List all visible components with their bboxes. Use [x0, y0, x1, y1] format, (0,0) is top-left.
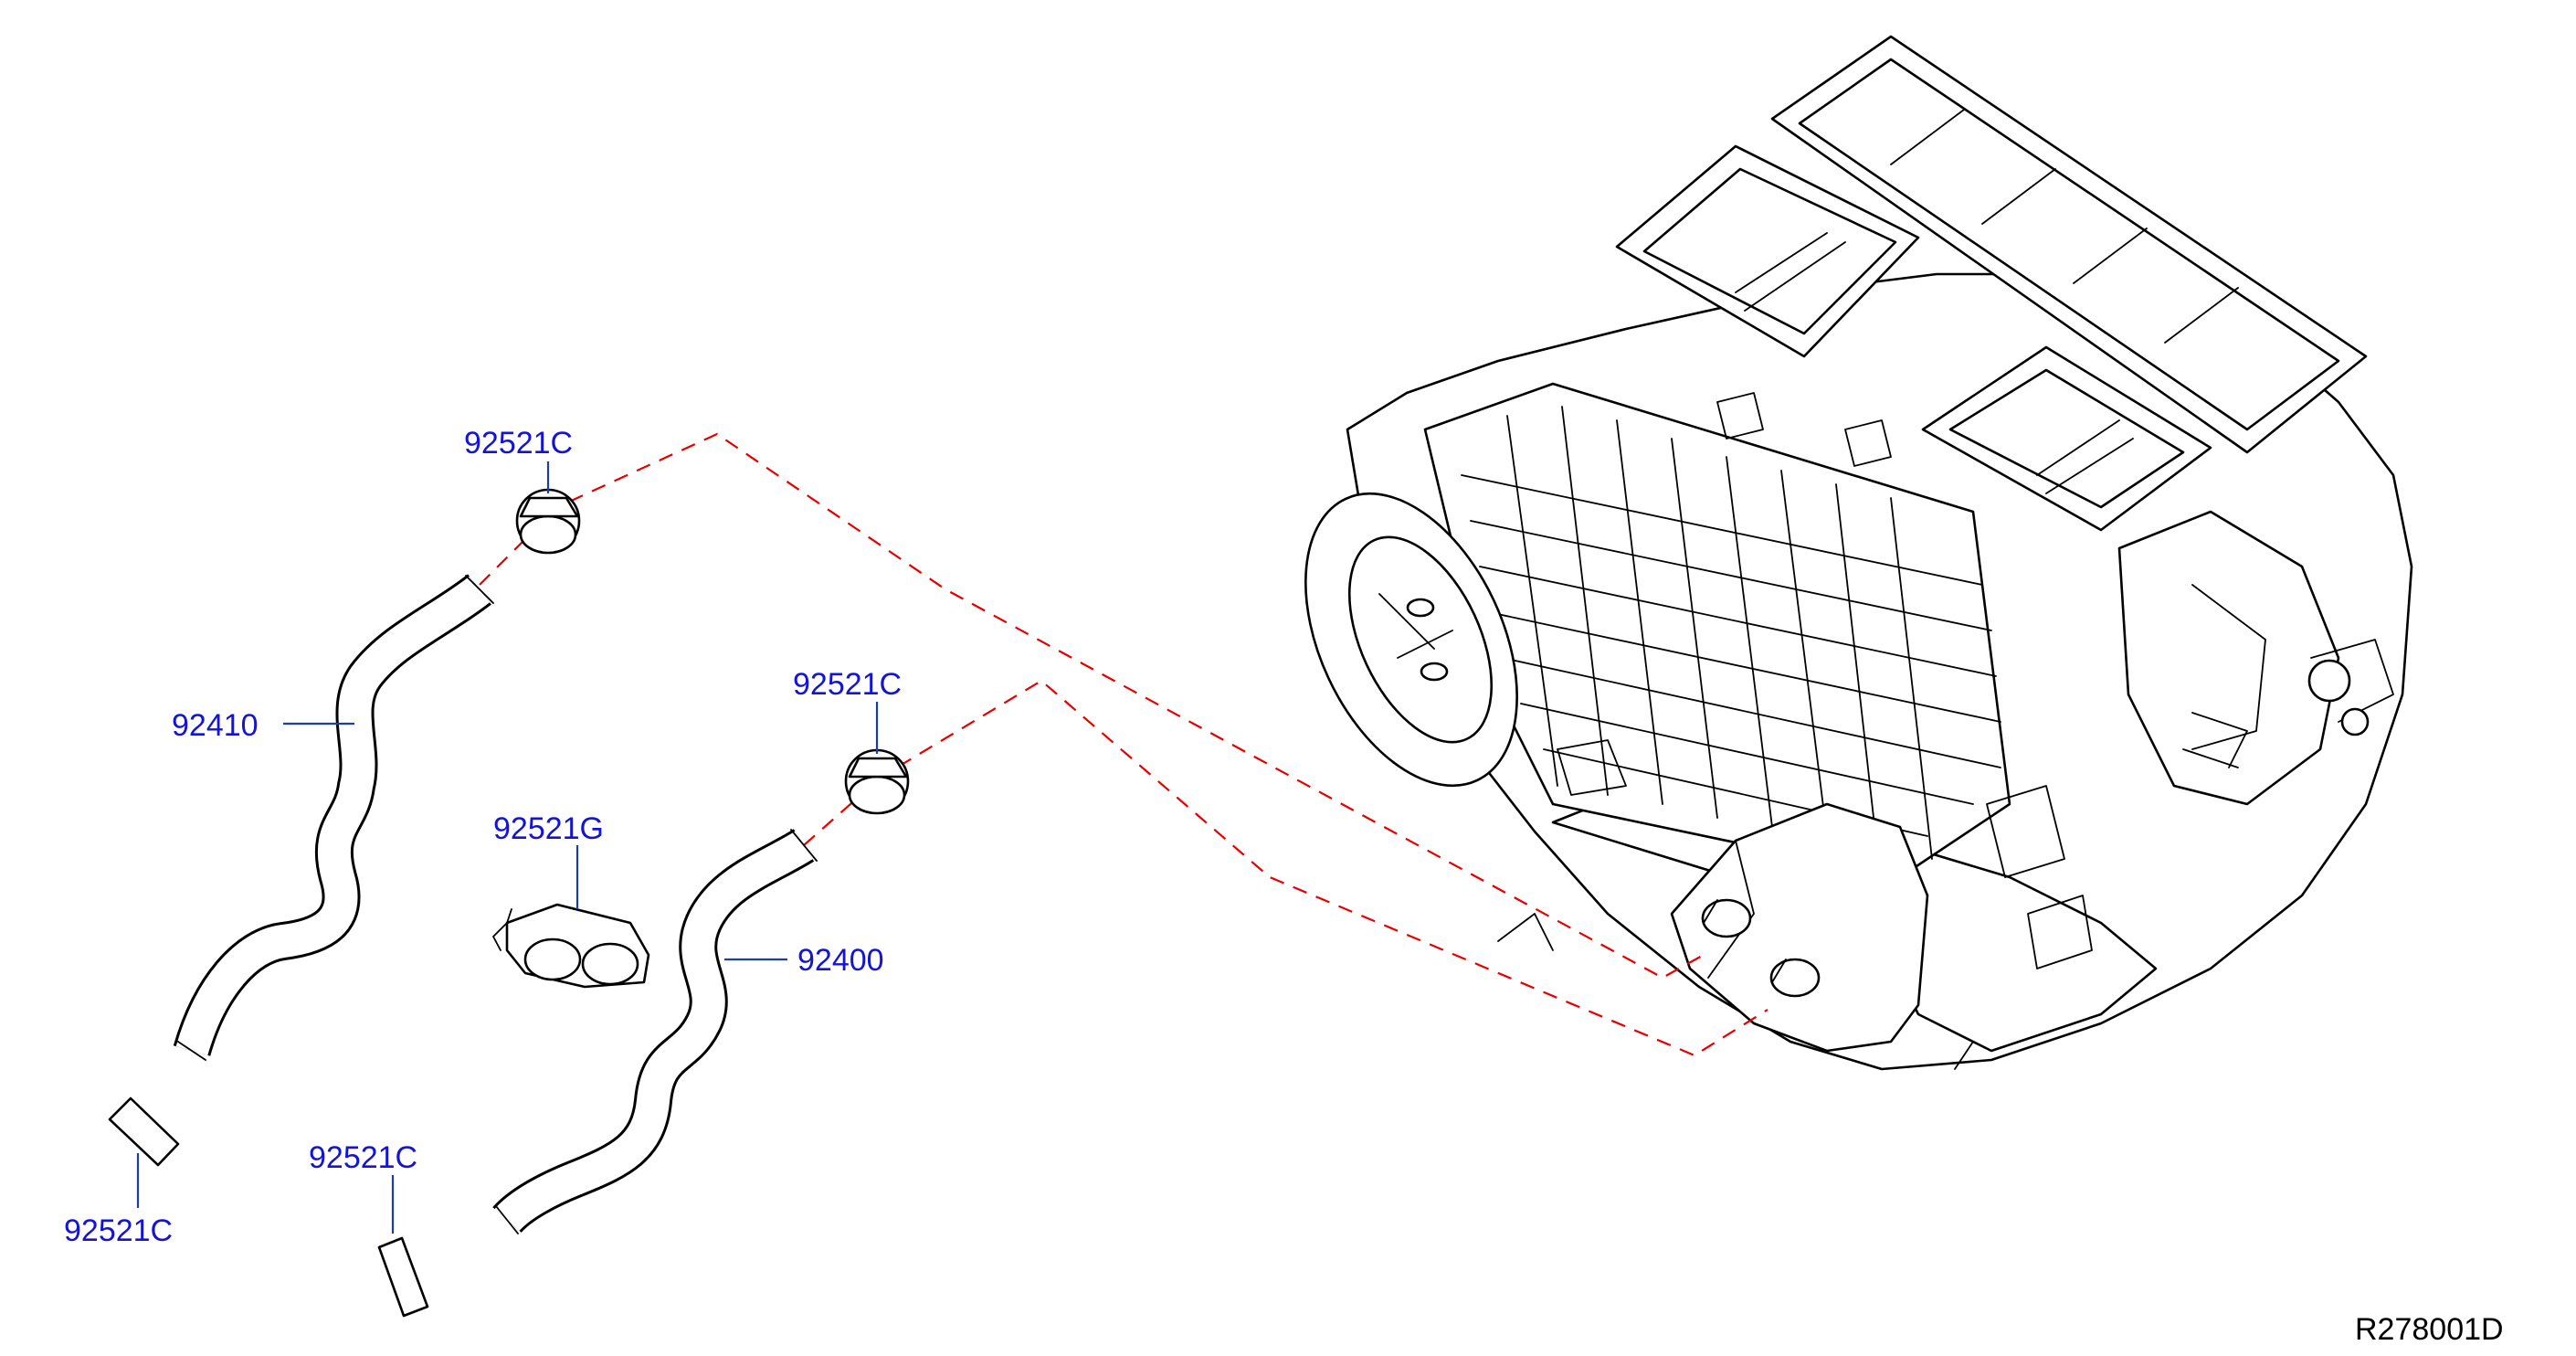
- callout-labels: 92521C 92410 92521C 92521G 92400 92521C …: [64, 426, 902, 1248]
- twin-clip: [492, 903, 650, 989]
- clamp-lower-1: [108, 1096, 180, 1167]
- hose-92400: [492, 829, 818, 1234]
- diagram-reference-code: R278001D: [2355, 1312, 2504, 1347]
- callout-clamp-upper-2: 92521C: [793, 667, 902, 702]
- clamp-upper-1: [515, 488, 581, 555]
- leader-lines: [136, 461, 879, 1234]
- callout-clamp-lower-1: 92521C: [64, 1213, 173, 1248]
- callout-clamp-lower-2: 92521C: [309, 1140, 417, 1175]
- clamp-upper-2: [844, 748, 910, 815]
- callout-hose-92400: 92400: [797, 943, 884, 978]
- callout-twin-clip: 92521G: [493, 811, 604, 846]
- heater-unit-assembly: [1304, 35, 2413, 1071]
- callout-clamp-upper-1: 92521C: [464, 426, 573, 461]
- callout-hose-92410: 92410: [172, 708, 259, 743]
- phantom-line-upper: [479, 432, 1705, 980]
- hose-92410: [173, 574, 494, 1061]
- clamp-lower-2: [377, 1236, 429, 1318]
